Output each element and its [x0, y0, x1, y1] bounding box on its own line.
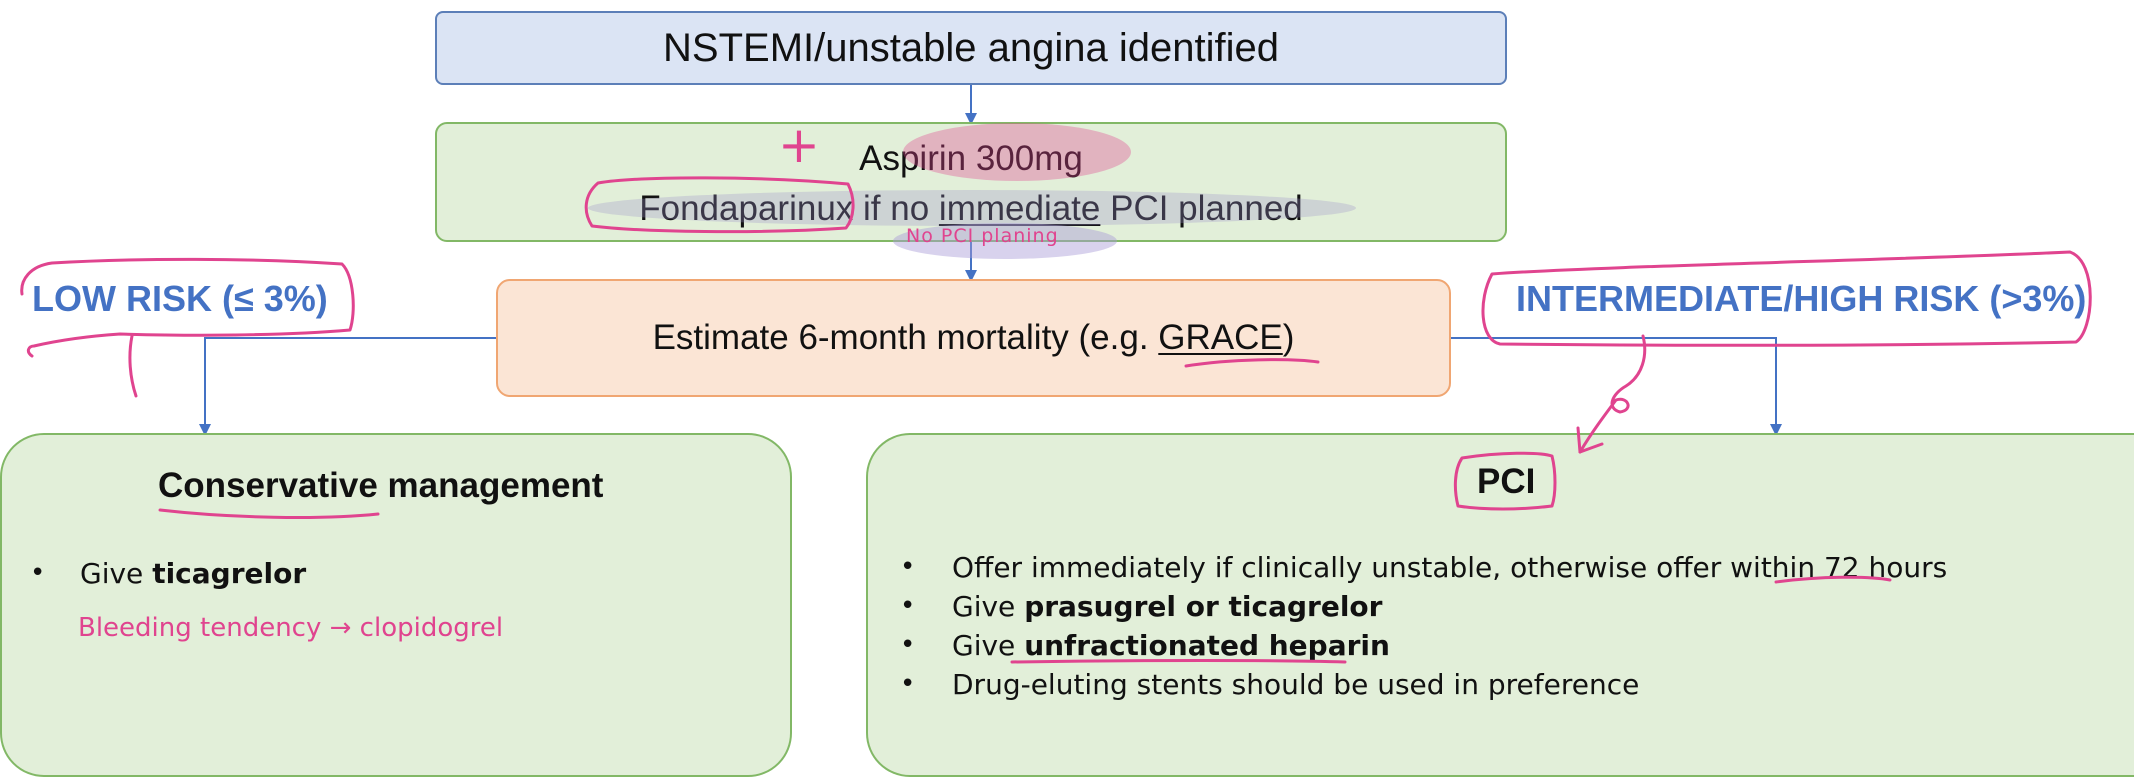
- handwritten-note-no-pci: No PCI planing: [906, 225, 1059, 247]
- box-nstemi-identified: NSTEMI/unstable angina identified: [435, 11, 1507, 85]
- bullet-plain-text: Give: [952, 590, 1016, 623]
- top-box-text: NSTEMI/unstable angina identified: [663, 26, 1279, 70]
- bullet-plain-text: Drug-eluting stents should be used in pr…: [952, 668, 1640, 701]
- handwritten-note-bleeding: Bleeding tendency → clopidogrel: [78, 613, 504, 643]
- if-no-text: if no: [863, 189, 930, 228]
- list-item: • Give unfractionated heparin: [900, 626, 1895, 665]
- conservative-title: Conservative management: [158, 466, 604, 505]
- box-conservative-management: Conservative management • Give ticagrelo…: [0, 433, 792, 777]
- grace-text: GRACE: [1158, 318, 1283, 357]
- bullet-icon: •: [900, 669, 916, 699]
- bullet-icon: •: [900, 552, 916, 582]
- bullet-icon: •: [30, 558, 46, 588]
- aspirin-line: Aspirin 300mg: [437, 134, 1505, 184]
- bullet-icon: •: [900, 591, 916, 621]
- bullet-bold-text: prasugrel or ticagrelor: [1024, 590, 1383, 623]
- immediate-text: immediate: [938, 189, 1101, 228]
- high-risk-label: INTERMEDIATE/HIGH RISK (>3%): [1516, 278, 2087, 319]
- bullet-plain-text: Offer immediately if clinically unstable…: [952, 551, 1948, 584]
- mortality-text: Estimate 6-month mortality (e.g.: [652, 318, 1149, 357]
- bullet-bold-text: ticagrelor: [152, 557, 307, 590]
- aspirin-text: Aspirin 300mg: [859, 139, 1083, 178]
- pci-title: PCI: [1477, 462, 1536, 501]
- closing-paren: ): [1282, 318, 1295, 357]
- list-item: • Give ticagrelor: [30, 554, 306, 593]
- box-initial-treatment: Aspirin 300mg Fondaparinux if no immedia…: [435, 122, 1507, 242]
- bullet-bold-text: unfractionated heparin: [1024, 629, 1390, 662]
- conservative-bullets: • Give ticagrelor: [30, 554, 306, 593]
- bullet-plain-text: Give: [80, 557, 144, 590]
- bullet-plain-text: Give: [952, 629, 1016, 662]
- connector-low-risk: [199, 337, 496, 436]
- low-risk-label: LOW RISK (≤ 3%): [32, 278, 328, 319]
- bullet-icon: •: [900, 630, 916, 660]
- box-pci: PCI • Offer immediately if clinically un…: [866, 433, 2134, 777]
- connector-high-risk: [1451, 337, 1782, 436]
- handwritten-plus-icon: +: [778, 116, 820, 174]
- pci-planned-text: PCI planned: [1110, 189, 1303, 228]
- list-item: • Offer immediately if clinically unstab…: [900, 548, 1947, 587]
- box-estimate-mortality: Estimate 6-month mortality (e.g. GRACE): [496, 279, 1451, 397]
- list-item: • Drug-eluting stents should be used in …: [900, 665, 1895, 704]
- fondaparinux-text: Fondaparinux: [639, 189, 854, 228]
- pci-bullets: • Offer immediately if clinically unstab…: [900, 548, 1947, 704]
- list-item: • Give prasugrel or ticagrelor: [900, 587, 1895, 626]
